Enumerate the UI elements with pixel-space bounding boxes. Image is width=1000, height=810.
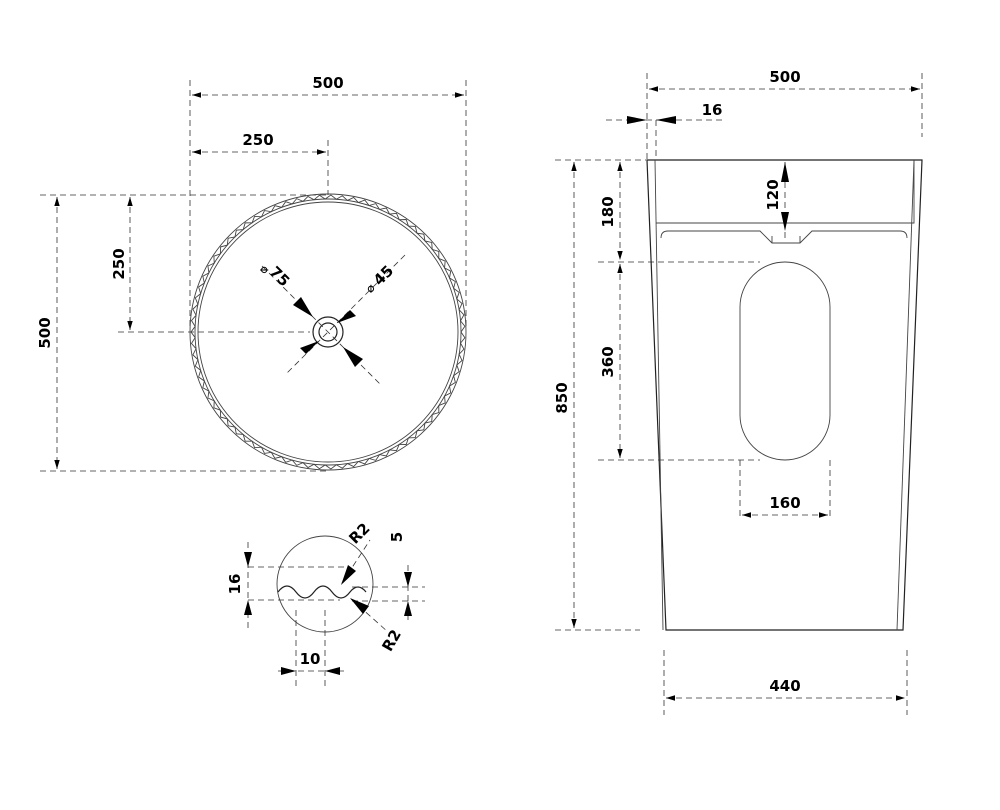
side-total-height-label: 850: [553, 382, 571, 413]
knurl-zigzag: [190, 194, 466, 470]
top-width-label: 500: [312, 74, 343, 92]
basin-bowl-inner: [660, 230, 908, 244]
drain-inner-diameter-label: 45: [370, 262, 397, 289]
side-width-label: 500: [769, 68, 800, 86]
side-recess-width-label: 160: [769, 494, 800, 512]
side-basin-depth-label: 180: [599, 196, 617, 227]
detail-height-label: 16: [226, 574, 244, 595]
drain-inner-ring: [318, 322, 338, 342]
top-half-width-label: 250: [242, 131, 273, 149]
pedestal-recess: [739, 261, 831, 461]
top-half-height-label: 250: [110, 248, 128, 279]
basin-bowl: [656, 160, 915, 224]
detail-radius-top-label: R2: [345, 519, 373, 547]
knurl-profile: [277, 585, 367, 599]
detail-view: R2 R2 16 5 10: [226, 519, 425, 688]
detail-radius-bottom-label: R2: [378, 626, 405, 654]
pedestal-inner-outline: [654, 159, 664, 631]
detail-depth-label: 5: [388, 532, 406, 542]
pedestal-inner-outline-right: [896, 159, 915, 631]
drain-outer-ring: [312, 316, 344, 348]
side-rim-label: 16: [702, 101, 723, 119]
side-overflow-label: 120: [764, 179, 782, 210]
side-view: 500 16 850 180 360 120 160 440: [553, 68, 923, 715]
pedestal-outline: [646, 159, 923, 631]
top-height-label: 500: [36, 317, 54, 348]
basin-outer-edge: [189, 193, 467, 471]
basin-inner-edge: [197, 201, 459, 463]
side-base-width-label: 440: [769, 677, 800, 695]
detail-pitch-label: 10: [300, 650, 321, 668]
top-view: 500 250 500 250 ⌀ 75 ⌀ 45: [36, 74, 467, 472]
detail-circle: [276, 535, 374, 633]
side-recess-height-label: 360: [599, 346, 617, 377]
knurl-pattern: [190, 194, 466, 470]
